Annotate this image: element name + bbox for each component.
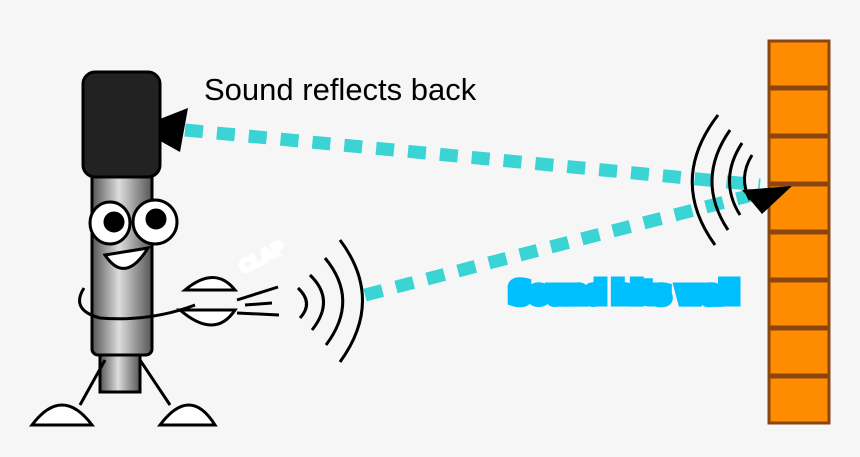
reflected-sound-path	[184, 123, 761, 192]
clap-sound-waves-icon	[296, 239, 364, 363]
reflect-caption: Sound reflects back	[204, 72, 477, 107]
arrowhead-hit-icon	[742, 186, 792, 214]
brick	[767, 39, 831, 89]
hit-wall-label: Sound hits wall	[505, 272, 742, 314]
brick	[767, 87, 831, 137]
brick	[767, 135, 831, 185]
brick	[767, 327, 831, 377]
arrowhead-reflect-icon	[137, 108, 188, 152]
right-hand	[175, 308, 238, 327]
mouth	[102, 245, 152, 270]
wall-sound-waves-icon	[690, 114, 754, 246]
mic-head	[81, 70, 162, 179]
brick	[767, 375, 831, 425]
right-leg	[138, 359, 172, 406]
brick	[767, 279, 831, 329]
left-foot	[28, 403, 96, 427]
left-arm	[78, 287, 196, 321]
brick-wall	[767, 39, 831, 425]
microphone-character	[28, 70, 280, 427]
right-foot	[156, 403, 218, 427]
left-leg	[78, 359, 107, 406]
brick	[767, 231, 831, 281]
left-hand	[180, 276, 239, 292]
outgoing-sound-path	[363, 188, 754, 302]
